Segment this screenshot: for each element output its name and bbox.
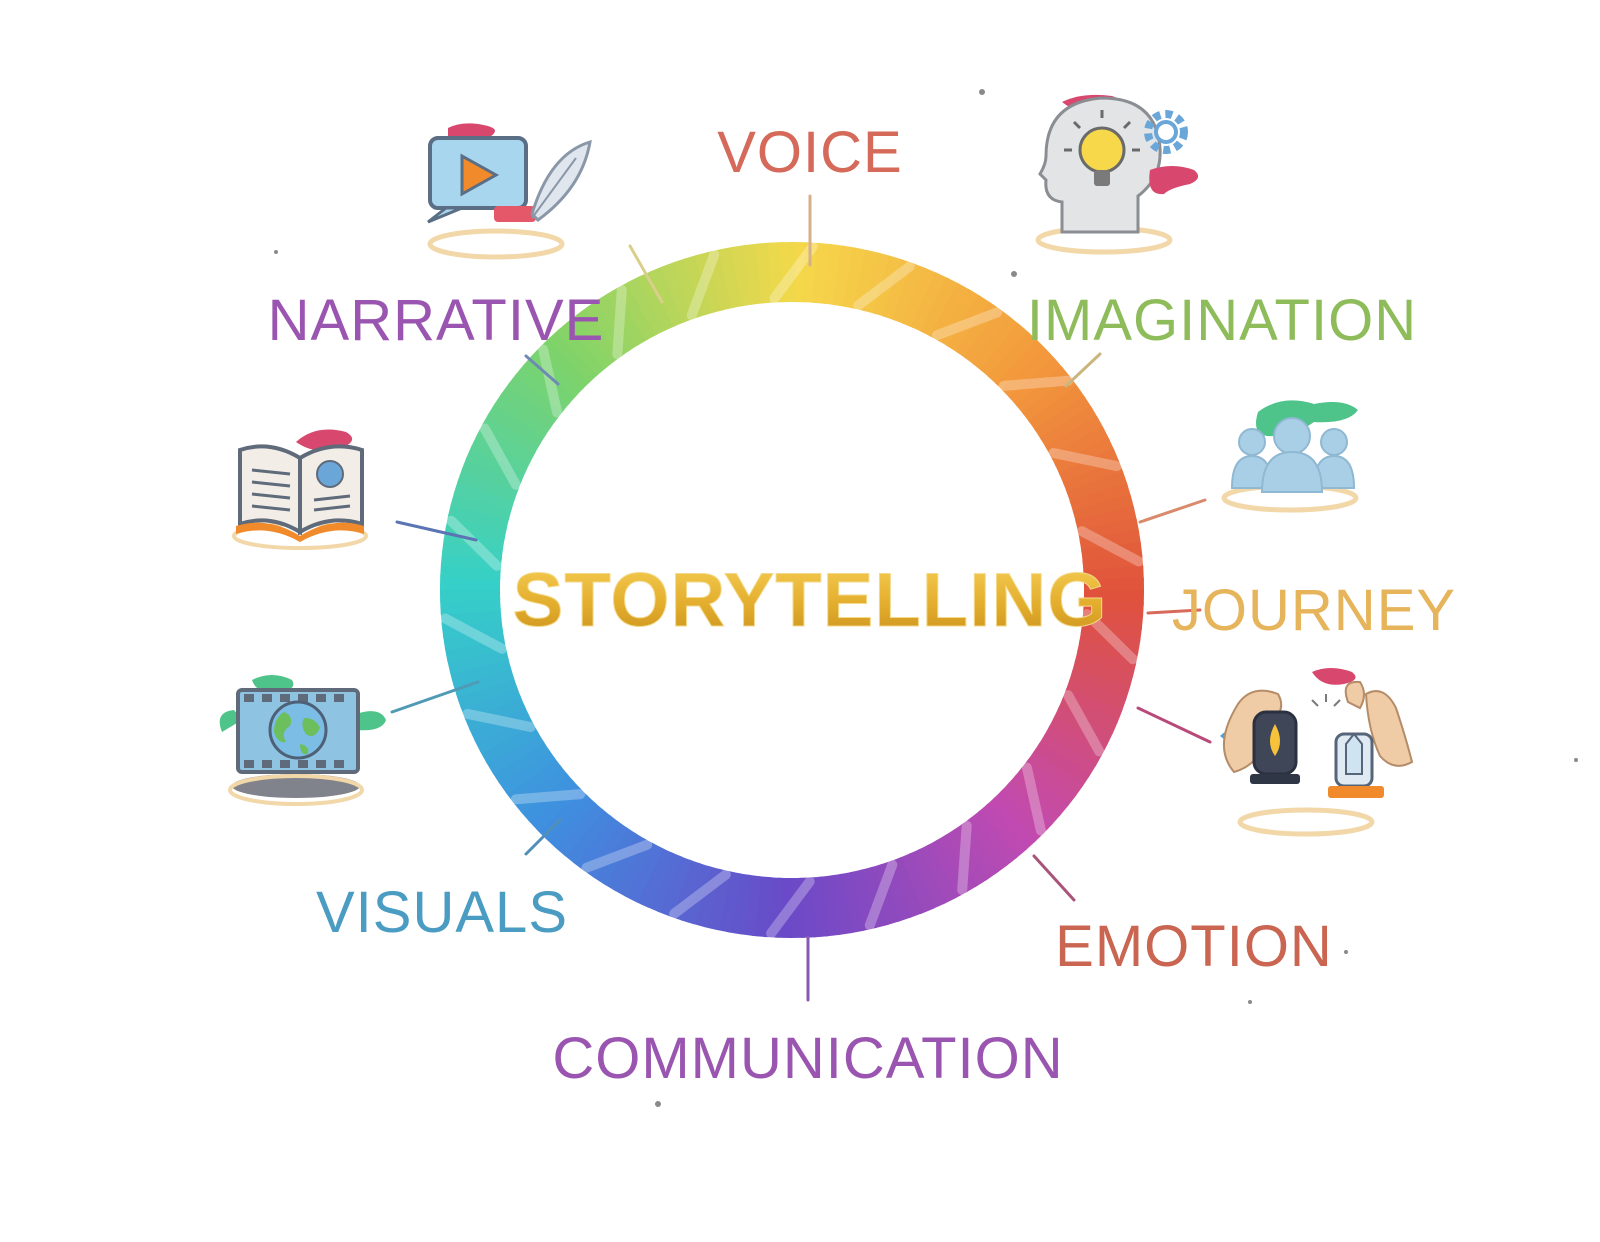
connector-emotion (1032, 854, 1076, 902)
ring-twist (538, 344, 563, 418)
ring-twist (998, 375, 1074, 391)
ring-twist-highlights (440, 241, 1144, 939)
ring-twist (1021, 762, 1046, 836)
ring-twist (669, 869, 731, 919)
label-visuals: VISUALS (316, 880, 568, 945)
connector-lines (390, 194, 1212, 1002)
lanterns-icon (1220, 668, 1414, 837)
label-narrative: NARRATIVE (268, 288, 605, 353)
video-play-icon (427, 123, 592, 260)
ring-twist (479, 423, 521, 490)
connector-book (395, 520, 478, 542)
label-communication: COMMUNICATION (552, 1026, 1063, 1091)
label-emotion: EMOTION (1055, 914, 1333, 979)
audience-icon (1221, 400, 1359, 513)
ring-twist (581, 839, 653, 873)
label-voice: VOICE (717, 120, 903, 185)
connector-emotion-icon (1136, 706, 1212, 744)
ring-twist (1082, 609, 1138, 665)
connector-film (390, 680, 480, 714)
ring-twist (1063, 690, 1105, 757)
ring-twist (686, 249, 720, 321)
ring-twist (1076, 526, 1144, 567)
ring-twist (864, 859, 898, 931)
label-journey: JOURNEY (1172, 578, 1456, 643)
ring-twist (931, 307, 1003, 341)
ring-twist (612, 285, 627, 360)
idea-head-icon (1035, 94, 1199, 255)
film-globe-icon (219, 675, 386, 806)
ring-twist (1048, 448, 1122, 472)
connector-journey (1146, 608, 1202, 615)
gear-icon (1144, 110, 1188, 154)
ring-twist (769, 241, 818, 304)
ring-twist (853, 261, 915, 311)
stray-dots (274, 89, 1578, 1107)
center-title: STORYTELLING (513, 558, 1108, 643)
connector-audience (1138, 498, 1207, 524)
connector-imagination (1064, 352, 1102, 388)
ring-twist (957, 820, 972, 895)
ring-twist (446, 515, 502, 571)
ring-twist (766, 876, 815, 939)
label-imagination: IMAGINATION (1027, 288, 1417, 353)
ring-twist (440, 613, 508, 654)
ring-twist (462, 708, 536, 732)
connector-narrative-icon (628, 244, 664, 304)
open-book-icon (232, 429, 368, 550)
rainbow-ring (439, 241, 1145, 939)
connector-narrative (524, 354, 560, 386)
ring-twist (510, 789, 586, 805)
connector-visuals (524, 818, 562, 856)
